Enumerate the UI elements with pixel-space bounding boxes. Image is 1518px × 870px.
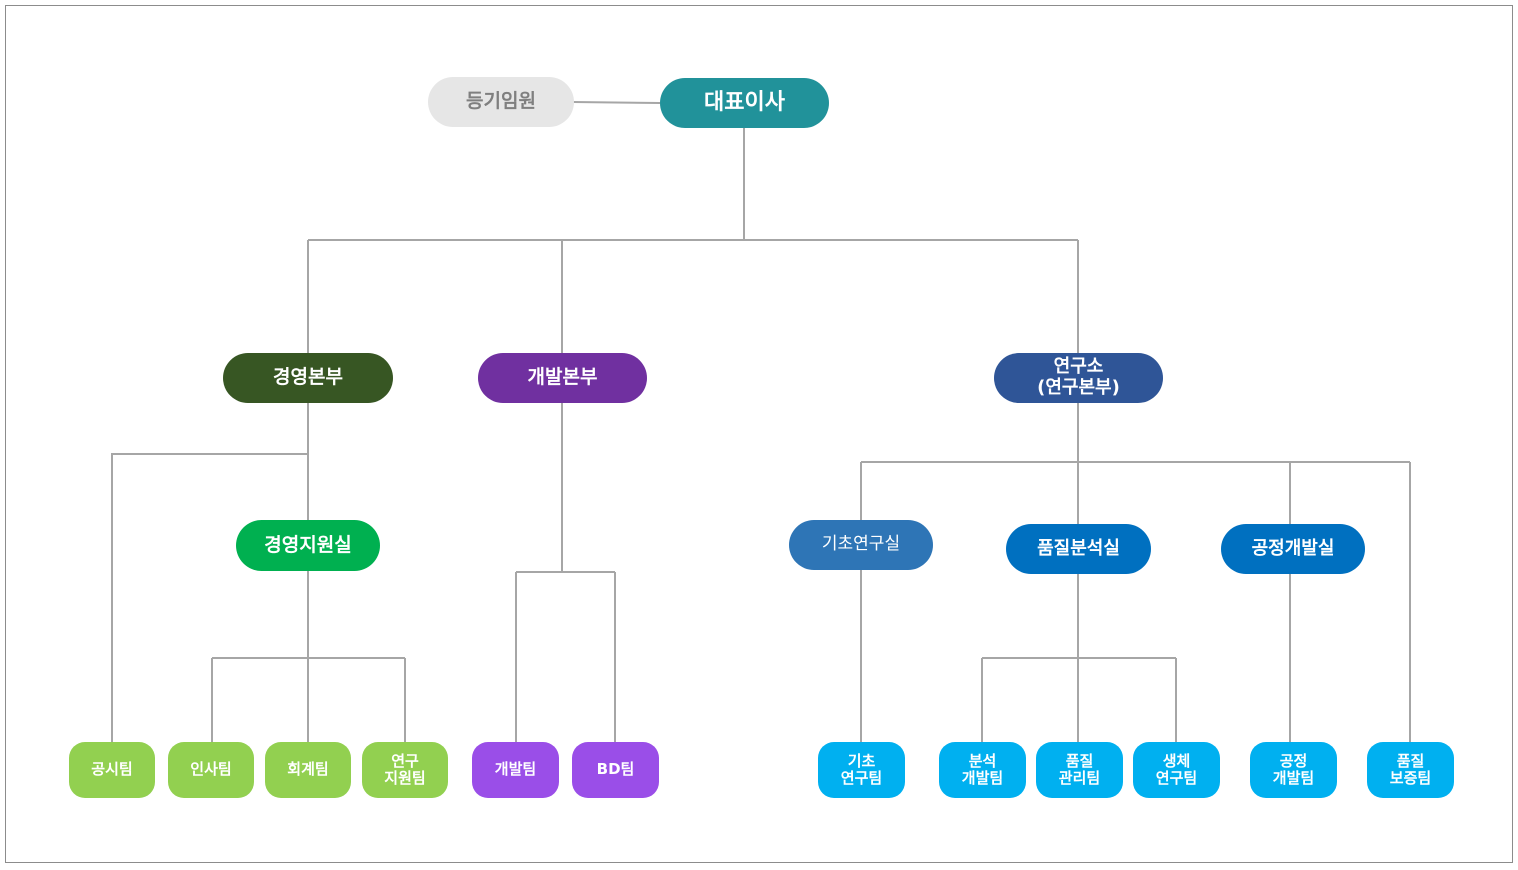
team-quality-mgmt-node[interactable]: 품질 관리팀 <box>1036 742 1123 798</box>
team-process-dev-node[interactable]: 공정 개발팀 <box>1250 742 1337 798</box>
management-support-label: 경영지원실 <box>264 533 352 556</box>
team-process-dev-label-1: 공정 <box>1279 751 1308 770</box>
process-development-lab-node[interactable]: 공정개발실 <box>1221 524 1365 574</box>
team-hr-node[interactable]: 인사팀 <box>168 742 254 798</box>
team-research-support-label-1: 연구 <box>391 751 419 770</box>
team-quality-mgmt-label-2: 관리팀 <box>1058 769 1101 787</box>
research-institute-sublabel: (연구본부) <box>1037 377 1120 398</box>
quality-analysis-lab-label: 품질분석실 <box>1037 537 1120 559</box>
team-bio-research-label-1: 생체 <box>1162 751 1191 770</box>
team-basic-research-node[interactable]: 기초 연구팀 <box>818 742 905 798</box>
ceo-node[interactable]: 대표이사 <box>660 78 829 128</box>
ceo-label: 대표이사 <box>704 90 785 116</box>
management-hq-node[interactable]: 경영본부 <box>223 353 393 403</box>
team-quality-assurance-node[interactable]: 품질 보증팀 <box>1367 742 1454 798</box>
development-hq-node[interactable]: 개발본부 <box>478 353 647 403</box>
team-bd-label: BD팀 <box>596 760 635 779</box>
connector-board-ceo <box>572 101 661 104</box>
team-analysis-dev-node[interactable]: 분석 개발팀 <box>939 742 1026 798</box>
team-quality-assurance-label-2: 보증팀 <box>1389 769 1432 787</box>
development-hq-label: 개발본부 <box>527 366 598 389</box>
team-accounting-label: 회계팀 <box>287 760 329 779</box>
research-institute-node[interactable]: 연구소 (연구본부) <box>994 353 1163 403</box>
team-bio-research-label-2: 연구팀 <box>1155 769 1198 787</box>
team-bio-research-node[interactable]: 생체 연구팀 <box>1133 742 1220 798</box>
team-basic-research-label-2: 연구팀 <box>840 769 883 787</box>
research-institute-label: 연구소 <box>1053 356 1104 378</box>
team-bd-node[interactable]: BD팀 <box>572 742 659 798</box>
team-process-dev-label-2: 개발팀 <box>1272 769 1315 787</box>
basic-research-lab-node[interactable]: 기초연구실 <box>789 520 933 570</box>
board-members-node[interactable]: 등기임원 <box>428 77 574 127</box>
team-disclosure-node[interactable]: 공시팀 <box>69 742 155 798</box>
team-dev-node[interactable]: 개발팀 <box>472 742 559 798</box>
management-support-node[interactable]: 경영지원실 <box>236 520 380 571</box>
team-analysis-dev-label-2: 개발팀 <box>961 769 1004 787</box>
diagram-frame <box>5 5 1513 863</box>
team-hr-label: 인사팀 <box>190 760 232 779</box>
board-members-label: 등기임원 <box>466 90 536 113</box>
team-disclosure-label: 공시팀 <box>91 760 133 779</box>
process-development-lab-label: 공정개발실 <box>1251 537 1335 559</box>
basic-research-lab-label: 기초연구실 <box>821 534 901 555</box>
team-quality-assurance-label-1: 품질 <box>1396 751 1425 770</box>
connector-to-disclosure <box>111 453 308 742</box>
team-research-support-label-2: 지원팀 <box>384 769 426 787</box>
team-basic-research-label-1: 기초 <box>847 751 876 770</box>
team-accounting-node[interactable]: 회계팀 <box>265 742 351 798</box>
quality-analysis-lab-node[interactable]: 품질분석실 <box>1006 524 1151 574</box>
team-analysis-dev-label-1: 분석 <box>968 751 997 770</box>
team-quality-mgmt-label-1: 품질 <box>1065 751 1094 770</box>
team-dev-label: 개발팀 <box>494 760 537 779</box>
team-research-support-node[interactable]: 연구 지원팀 <box>362 742 448 798</box>
management-hq-label: 경영본부 <box>273 366 343 389</box>
